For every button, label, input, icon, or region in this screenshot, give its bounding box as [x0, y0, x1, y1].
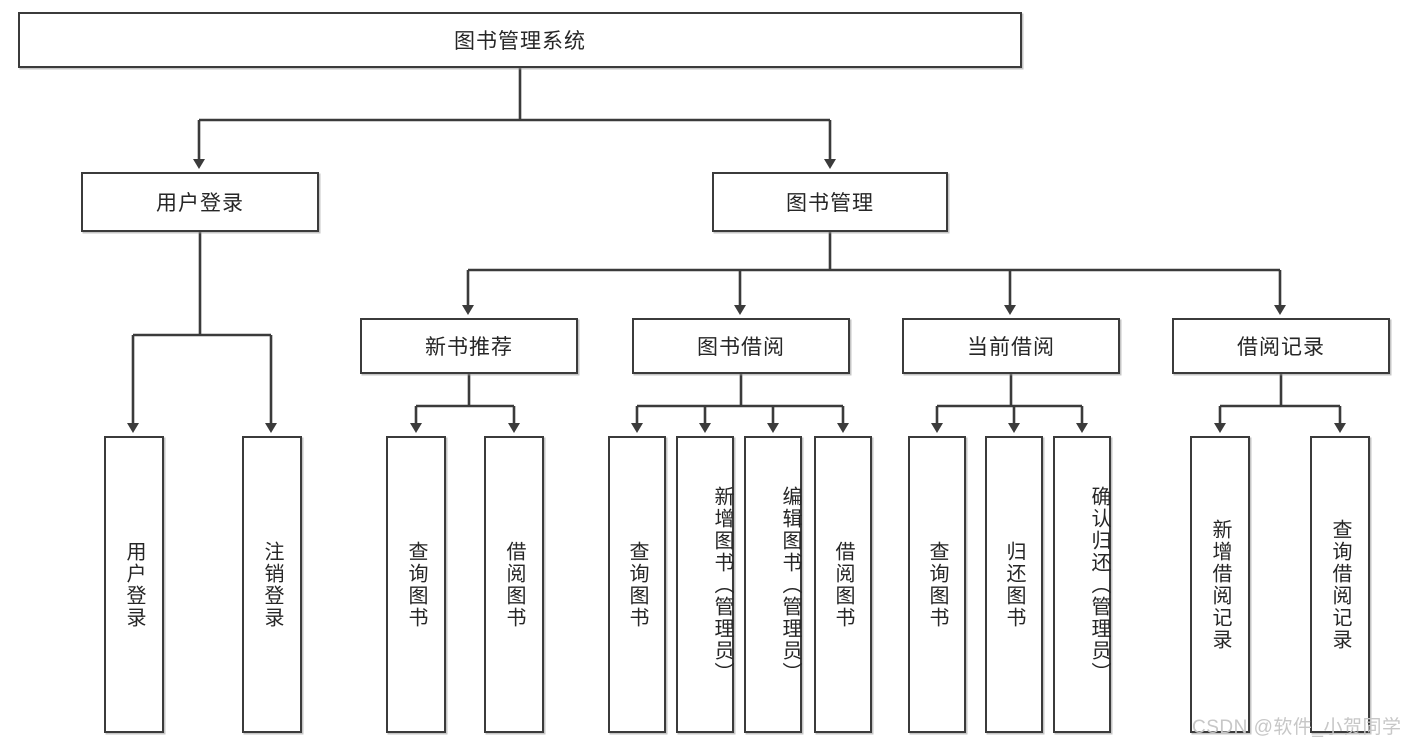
leaf-query-book-current[interactable]: 查询图书 — [908, 436, 966, 733]
node-borrow-record[interactable]: 借阅记录 — [1172, 318, 1390, 374]
leaf-edit-book-admin[interactable]: 编辑图书（管理员） — [744, 436, 802, 733]
leaf-query-book-recommend[interactable]: 查询图书 — [386, 436, 446, 733]
node-user-login[interactable]: 用户登录 — [81, 172, 319, 232]
leaf-logout-login[interactable]: 注销登录 — [242, 436, 302, 733]
node-new-book-recommend[interactable]: 新书推荐 — [360, 318, 578, 374]
node-current-borrow[interactable]: 当前借阅 — [902, 318, 1120, 374]
leaf-add-borrow-record[interactable]: 新增借阅记录 — [1190, 436, 1250, 733]
leaf-confirm-return-admin[interactable]: 确认归还（管理员） — [1053, 436, 1111, 733]
leaf-borrow-book[interactable]: 借阅图书 — [814, 436, 872, 733]
csdn-watermark: CSDN @软件_小贺同学 — [1192, 717, 1402, 738]
leaf-query-book-borrow[interactable]: 查询图书 — [608, 436, 666, 733]
node-book-borrow[interactable]: 图书借阅 — [632, 318, 850, 374]
node-book-management[interactable]: 图书管理 — [712, 172, 948, 232]
leaf-user-login[interactable]: 用户登录 — [104, 436, 164, 733]
leaf-return-book[interactable]: 归还图书 — [985, 436, 1043, 733]
leaf-query-borrow-record[interactable]: 查询借阅记录 — [1310, 436, 1370, 733]
leaf-add-book-admin[interactable]: 新增图书（管理员） — [676, 436, 734, 733]
node-root[interactable]: 图书管理系统 — [18, 12, 1022, 68]
leaf-borrow-book-recommend[interactable]: 借阅图书 — [484, 436, 544, 733]
